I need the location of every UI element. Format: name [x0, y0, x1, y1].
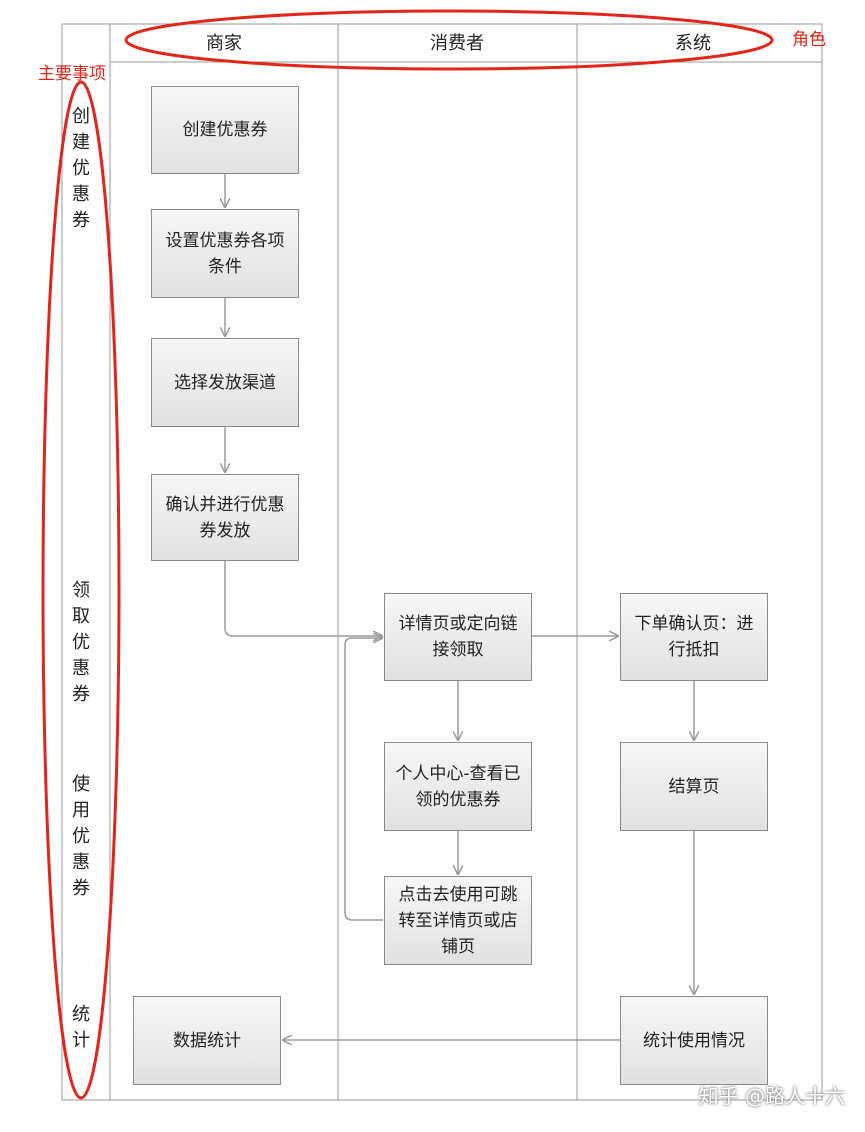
node-select-channel: 选择发放渠道 [151, 338, 299, 427]
node-personal-center: 个人中心-查看已领的优惠券 [384, 742, 532, 831]
lane-header-system: 系统 [675, 33, 711, 54]
watermark: 知乎 @路人十六 [698, 1084, 845, 1108]
node-create-coupon: 创建优惠券 [151, 86, 299, 174]
lane-header-merchant: 商家 [206, 33, 242, 54]
phase-claim-coupon: 领取优惠券 [72, 580, 90, 705]
arrow-click-use-back-to-detail [344, 638, 383, 921]
node-checkout: 结算页 [620, 742, 768, 831]
diagram-frame [61, 23, 823, 1101]
roles-highlight-ellipse [124, 9, 774, 71]
main-items-highlight-ellipse [41, 80, 121, 1100]
node-order-confirm: 下单确认页：进行抵扣 [620, 593, 768, 681]
lane-header-consumer: 消费者 [430, 33, 484, 54]
phase-statistics: 统计 [72, 1004, 90, 1051]
node-usage-stats: 统计使用情况 [620, 996, 768, 1085]
node-click-use: 点击去使用可跳转至详情页或店铺页 [384, 876, 532, 965]
main-items-annotation: 主要事项 [38, 64, 106, 84]
node-data-stats: 数据统计 [133, 996, 281, 1085]
connectors [225, 174, 694, 1040]
phase-create-coupon: 创建优惠券 [72, 106, 90, 231]
phase-use-coupon: 使用优惠券 [72, 774, 90, 899]
node-detail-claim: 详情页或定向链接领取 [384, 593, 532, 681]
node-confirm-issue: 确认并进行优惠券发放 [151, 474, 299, 561]
roles-annotation: 角色 [792, 30, 826, 50]
arrow-confirm-to-detail [224, 561, 382, 636]
node-coupon-settings: 设置优惠券各项条件 [151, 209, 299, 298]
